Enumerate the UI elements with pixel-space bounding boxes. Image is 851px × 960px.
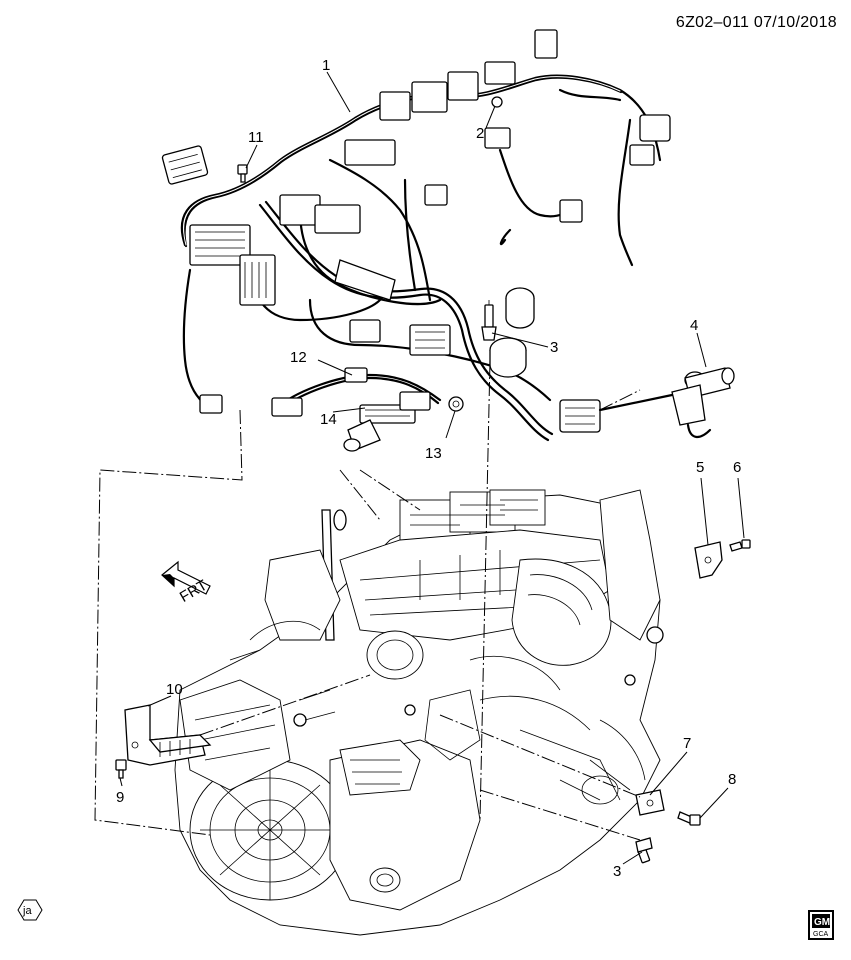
callout-13: 13 [425, 445, 442, 462]
grommet-13 [448, 396, 464, 412]
diagram-code-date: 6Z02–011 07/10/2018 [675, 14, 837, 31]
front-direction-arrow: FRT [161, 560, 211, 606]
callout-2: 2 [476, 125, 484, 142]
callout-4: 4 [690, 317, 698, 334]
callout-numbers: 1 2 3 3 4 5 6 7 8 9 10 11 12 13 14 [116, 57, 741, 880]
ja-badge: ja [17, 899, 43, 921]
gm-logo: GM GCA [808, 910, 834, 940]
callout-3-upper: 3 [550, 339, 558, 356]
sensor-3-lower [635, 837, 653, 864]
bracket-7 [635, 789, 665, 816]
connector-4 [598, 367, 735, 438]
bolt-2 [491, 96, 503, 108]
callout-3-lower: 3 [613, 863, 621, 880]
bracket-10 [124, 704, 212, 766]
svg-text:GCA: GCA [813, 931, 829, 938]
callout-14: 14 [320, 411, 337, 428]
svg-text:ja: ja [22, 905, 32, 917]
sub-harness-12 [271, 367, 442, 452]
callout-7: 7 [683, 735, 691, 752]
callout-11: 11 [248, 129, 264, 146]
leader-lines [94, 71, 745, 865]
callout-1: 1 [322, 57, 330, 74]
bracket-5 [694, 541, 723, 579]
callout-6: 6 [733, 459, 741, 476]
bolt-8 [677, 811, 701, 826]
callout-5: 5 [696, 459, 704, 476]
callout-9: 9 [116, 789, 124, 806]
engine-assembly [174, 489, 664, 936]
svg-text:GM: GM [814, 917, 830, 928]
callout-10: 10 [166, 681, 183, 698]
bolt-6 [729, 539, 751, 552]
engine-wiring-harness [161, 29, 671, 442]
callout-12: 12 [290, 349, 307, 366]
bolt-11 [237, 164, 248, 183]
callout-8: 8 [728, 771, 736, 788]
sensor-3-upper [481, 300, 497, 341]
bolt-9 [115, 759, 127, 779]
